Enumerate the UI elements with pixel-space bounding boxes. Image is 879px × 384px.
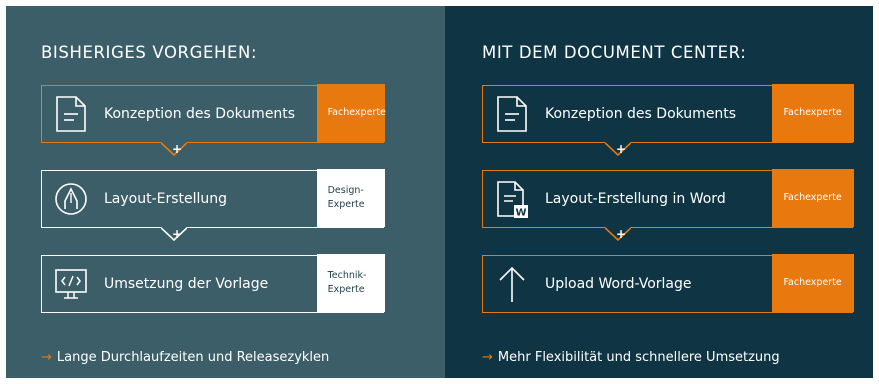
step-label: Upload Word-Vorlage <box>545 276 692 292</box>
role-tag: Fachexperte <box>771 169 854 228</box>
result-note: → Mehr Flexibilität und schnellere Umsetz… <box>482 350 780 365</box>
role-tag: Design- Experte <box>316 169 385 228</box>
document-icon <box>497 96 527 132</box>
step-label: Layout-Erstellung in Word <box>545 191 726 207</box>
step-upload: Upload Word-Vorlage Fachexperte <box>482 254 854 313</box>
step-label: Konzeption des Dokuments <box>104 106 296 122</box>
step-layout-word: W Layout-Erstellung in Word Fachexperte <box>482 169 854 228</box>
connector-notch <box>161 227 187 241</box>
role-tag: Fachexperte <box>771 84 854 143</box>
plus-connector: + <box>615 227 627 241</box>
arrow-icon: → <box>41 350 52 365</box>
step-label: Umsetzung der Vorlage <box>104 276 269 292</box>
plus-connector: + <box>171 227 183 241</box>
panel-heading: BISHERIGES VORGEHEN: <box>41 43 258 62</box>
role-tag: Fachexperte <box>771 254 854 313</box>
word-badge: W <box>515 208 526 219</box>
step-layout: Layout-Erstellung Design- Experte <box>41 169 385 228</box>
step-label: Layout-Erstellung <box>104 191 228 207</box>
role-tag: Technik- Experte <box>316 254 385 313</box>
step-concept: Konzeption des Dokuments Fachexperte <box>41 84 386 143</box>
pen-nib-icon <box>55 183 87 215</box>
panel-previous-approach: BISHERIGES VORGEHEN: Konzeption des Doku… <box>6 6 445 378</box>
result-text: Mehr Flexibilität und schnellere Umsetzu… <box>497 350 780 365</box>
step-implementation: Umsetzung der Vorlage Technik- Experte <box>41 254 385 313</box>
panel-heading: MIT DEM DOCUMENT CENTER: <box>482 43 747 62</box>
document-icon <box>56 96 86 132</box>
plus-connector: + <box>615 142 627 156</box>
code-monitor-icon <box>55 269 87 299</box>
upload-arrow-icon <box>499 266 525 302</box>
role-tag: Fachexperte <box>316 84 386 143</box>
plus-connector: + <box>171 142 183 156</box>
step-label: Konzeption des Dokuments <box>545 106 737 122</box>
step-concept: Konzeption des Dokuments Fachexperte <box>482 84 854 143</box>
panel-document-center: MIT DEM DOCUMENT CENTER: Konzeption des … <box>445 6 873 378</box>
connector-notch <box>605 142 631 156</box>
connector-notch <box>161 142 187 156</box>
result-note: → Lange Durchlaufzeiten und Releasezyklen <box>41 350 329 365</box>
word-document-icon: W <box>497 181 528 219</box>
result-text: Lange Durchlaufzeiten und Releasezyklen <box>56 350 330 365</box>
arrow-icon: → <box>482 350 493 365</box>
connector-notch <box>605 227 631 241</box>
